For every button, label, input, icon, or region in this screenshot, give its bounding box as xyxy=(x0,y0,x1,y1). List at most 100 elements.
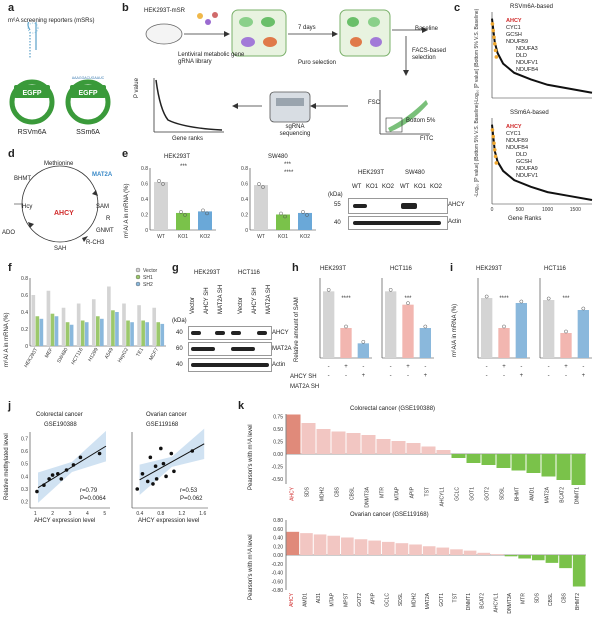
f-legend-label: Vector xyxy=(143,268,158,274)
k-xtick: AMD1 xyxy=(302,593,308,607)
i-mark: + xyxy=(582,373,586,379)
panel-label-a: a xyxy=(8,2,15,14)
j-point xyxy=(153,464,158,468)
g-kda-1: 40 xyxy=(176,330,183,336)
panel-label-f: f xyxy=(8,262,12,274)
node-sam: SAM xyxy=(96,204,110,210)
i-mark: - xyxy=(548,364,550,370)
panel-i: i --+--+****--+--+*** m⁶A/A in mRNA (%) … xyxy=(448,262,600,397)
j-point xyxy=(47,477,51,481)
j-right-r: r=0.53 xyxy=(180,488,198,494)
f-bar xyxy=(115,312,119,346)
c-gene-label: NDUFB9 xyxy=(506,138,528,144)
j-point xyxy=(161,461,166,466)
j-ytick: 0.2 xyxy=(21,500,28,506)
cell-g xyxy=(350,37,362,47)
k-xtick: DNMT1 xyxy=(575,487,581,504)
i-mark: - xyxy=(503,373,505,379)
h-mark: - xyxy=(328,373,330,379)
k-xtick: AHCYL1 xyxy=(493,593,499,613)
e-band xyxy=(353,221,441,225)
cell-e xyxy=(347,17,359,27)
k-ylabel-top: Pearson's with m⁶A level xyxy=(248,424,254,490)
c-top-hit xyxy=(492,141,496,145)
c-top-hit xyxy=(491,134,496,139)
k-xtick: TST xyxy=(452,593,458,602)
panel-label-i: i xyxy=(450,262,454,274)
h-ylabel: Relative amount of SAM xyxy=(294,297,300,362)
j-right-sub: GSE119168 xyxy=(146,422,179,428)
pvalue-label: P value xyxy=(134,78,140,98)
j-point xyxy=(135,487,140,491)
sequencer-screen xyxy=(276,98,304,106)
k-ytick: 0.40 xyxy=(273,536,283,542)
k-ytick: 0.00 xyxy=(273,452,283,458)
g-lane-labels: Vector AHCY SH MAT2A SH Vector AHCY SH M… xyxy=(190,278,286,322)
j-fit-line xyxy=(37,445,107,489)
plasmid-left xyxy=(9,79,55,125)
c-xtick: 0 xyxy=(491,207,494,213)
k-xtick: SDSL xyxy=(500,487,506,500)
k-bar xyxy=(436,450,451,454)
f-bar xyxy=(141,320,145,346)
node-mat2a: MAT2A xyxy=(92,172,113,178)
rank-curve xyxy=(155,79,223,131)
c-gene-label: GCSH xyxy=(506,32,522,38)
f-xtick: H1299 xyxy=(87,347,100,363)
k-bar xyxy=(286,531,300,555)
j-ytick: 0.4 xyxy=(21,474,28,480)
k-xtick: CBS xyxy=(562,592,568,603)
e-ytick: 0.4 xyxy=(241,197,248,203)
i-mark: - xyxy=(486,364,488,370)
h-title-1: HEK293T xyxy=(320,266,347,272)
c-gene-label: AHCY xyxy=(506,18,522,24)
gene-ranks-label: Gene ranks xyxy=(172,136,204,142)
i-mark: + xyxy=(564,364,568,370)
egfp-left: EGFP xyxy=(22,90,41,97)
panel-g: g HEK293T HCT116 Vector AHCY SH MAT2A SH… xyxy=(170,262,292,397)
arrow-6-head xyxy=(232,103,238,109)
c-gene-label: NDUFV1 xyxy=(516,173,538,179)
cell-dish xyxy=(145,23,183,45)
arrow-4-head xyxy=(403,70,409,76)
j-xtick: 0.8 xyxy=(157,511,164,517)
sgrna-label: sgRNA sequencing xyxy=(279,124,311,137)
h-mark: - xyxy=(390,364,392,370)
e-point xyxy=(257,182,261,186)
f-bar xyxy=(91,299,96,346)
arrow-3-head xyxy=(422,27,428,33)
k-xtick: BCAT2 xyxy=(560,487,566,503)
k-bar xyxy=(496,454,511,468)
g-band xyxy=(191,331,201,335)
e-right-title: SW480 xyxy=(268,154,288,160)
g-band xyxy=(215,331,225,335)
c-gene-label: NDUFB4 xyxy=(506,145,528,151)
c-gene-label: DLD xyxy=(516,152,527,158)
k-bar xyxy=(526,454,541,473)
f-bar xyxy=(145,322,149,346)
e-lane-4: WT xyxy=(400,184,410,190)
f-legend-label: SH2 xyxy=(143,282,153,288)
arrow-2-head xyxy=(332,31,338,37)
h-sig: *** xyxy=(404,296,412,302)
k-ylabel-bottom: Pearson's with m⁶A level xyxy=(248,534,254,600)
k-bar xyxy=(331,431,346,454)
c-top-hit xyxy=(492,147,497,152)
c-top-hit xyxy=(490,22,495,26)
e-xtick: KO2 xyxy=(200,234,210,240)
e-bar xyxy=(298,212,312,230)
i-point xyxy=(581,306,586,311)
hairpin-left xyxy=(27,22,37,50)
k-xtick: APIP xyxy=(371,592,377,604)
f-ytick: 0.4 xyxy=(21,310,28,316)
c-gene-label: NDUFV1 xyxy=(516,60,538,66)
f-bar xyxy=(152,307,157,346)
cell-pool xyxy=(231,9,287,57)
e-band xyxy=(401,203,417,209)
e-lane-1: WT xyxy=(352,184,362,190)
node-ado: ADO xyxy=(2,230,16,236)
i-bar xyxy=(560,333,572,358)
j-point xyxy=(64,468,69,472)
e-kda-55: 55 xyxy=(334,202,341,208)
f-xtick: HepG2 xyxy=(117,347,130,364)
